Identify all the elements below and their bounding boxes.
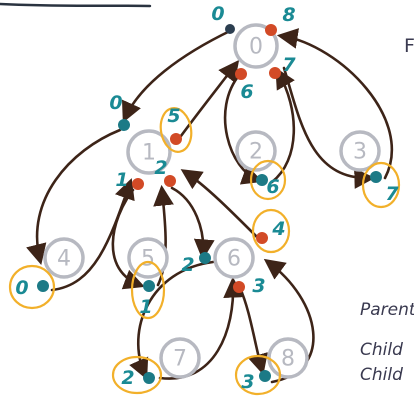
dot-group — [37, 24, 382, 384]
enter-dot-node-3 — [370, 171, 382, 183]
exit-dot-node-0-right — [269, 67, 281, 79]
order-num-node-0-left: 6 — [240, 81, 253, 103]
edge-3-to-0-up — [276, 28, 393, 180]
node-circle-0 — [233, 23, 279, 69]
edge-0-to-3-down — [282, 66, 376, 189]
exit-dot-node-1-left — [132, 178, 144, 190]
enter-dot-root — [225, 24, 235, 34]
node-circle-6 — [213, 237, 255, 279]
tree-node-2: 2 — [235, 130, 277, 172]
order-num-node-4: 0 — [15, 277, 28, 299]
edge-1-to-6-down — [170, 186, 215, 261]
order-num-node-5: 1 — [139, 296, 152, 318]
node-label-5: 5 — [141, 247, 155, 272]
side-text-line-1: Parent — [360, 300, 414, 320]
highlight-node-6-exit — [251, 208, 291, 254]
node-label-3: 3 — [353, 140, 367, 165]
edge-1-to-5-down — [111, 188, 145, 290]
side-text-line-3: Child — [360, 365, 403, 385]
edge-0-to-2-down — [223, 72, 263, 185]
edge-2-to-0-up — [270, 67, 296, 184]
tree-node-5: 5 — [127, 237, 169, 279]
edge-6-to-1-up — [180, 169, 260, 240]
highlight-node-1-exit — [159, 107, 193, 153]
exit-dot-node-6-top — [256, 232, 268, 244]
order-num-node-6-bottom: 3 — [252, 275, 265, 297]
side-text-line-2: Child — [360, 340, 403, 360]
node-label-1: 1 — [142, 141, 156, 166]
edge-1-to-4-down — [26, 128, 122, 266]
highlight-node-2 — [249, 159, 287, 201]
order-num-node-1-enter: 0 — [109, 92, 122, 114]
highlight-node-5 — [130, 260, 166, 320]
enter-dot-node-2 — [256, 174, 268, 186]
tree-node-0: 0 — [233, 23, 279, 69]
side-text-group: F Parent Child Child — [360, 35, 414, 385]
node-circle-7 — [159, 337, 201, 379]
tree-node-6: 6 — [213, 237, 255, 279]
order-number-group: 0 8 6 7 0 5 1 2 6 7 4 2 3 0 1 2 3 — [15, 3, 399, 393]
exit-dot-node-1-right — [164, 175, 176, 187]
edge-1-to-0-up — [176, 59, 240, 142]
enter-dot-node-8 — [259, 370, 271, 382]
highlight-node-3 — [361, 161, 401, 209]
enter-dot-node-4 — [37, 280, 49, 292]
tree-node-4: 4 — [43, 237, 85, 279]
order-num-node-8: 3 — [241, 371, 254, 393]
order-num-node-7: 2 — [121, 367, 134, 389]
node-circle-4 — [43, 237, 85, 279]
node-label-8: 8 — [281, 347, 295, 372]
tree-node-1: 1 — [126, 129, 172, 175]
node-label-6: 6 — [227, 247, 241, 272]
exit-dot-node-1-top — [170, 133, 182, 145]
node-label-2: 2 — [249, 140, 263, 165]
enter-dot-node-1 — [118, 119, 130, 131]
top-border-line — [0, 2, 152, 8]
side-text-letter: F — [404, 35, 414, 57]
highlight-node-4 — [8, 264, 56, 310]
exit-dot-node-6-bottom — [233, 281, 245, 293]
edge-6-to-7-down — [129, 260, 215, 380]
enter-dot-node-7 — [143, 372, 155, 384]
node-circle-3 — [339, 130, 381, 172]
node-label-0: 0 — [249, 35, 263, 60]
enter-dot-node-6 — [199, 252, 211, 264]
tree-node-3: 3 — [339, 130, 381, 172]
order-num-node-1-right: 2 — [154, 157, 167, 179]
order-num-node-1-left: 1 — [115, 169, 128, 191]
node-circle-1 — [126, 129, 172, 175]
order-num-root-enter: 0 — [211, 3, 224, 25]
order-num-node-6-enter: 2 — [181, 254, 194, 276]
exit-dot-node-0-left — [235, 68, 247, 80]
edge-0-to-1-down — [121, 28, 234, 123]
highlight-node-7 — [111, 355, 163, 395]
tree-node-8: 8 — [267, 337, 309, 379]
highlight-group — [8, 107, 401, 396]
node-label-4: 4 — [57, 247, 71, 272]
order-num-node-6-exit: 4 — [271, 218, 285, 240]
order-num-node-2: 6 — [266, 176, 279, 198]
exit-dot-root — [265, 24, 277, 36]
edge-6-to-8-down — [238, 286, 268, 376]
order-num-node-3: 7 — [385, 183, 399, 205]
order-num-root-exit: 8 — [282, 4, 295, 26]
order-num-node-1-exit: 5 — [167, 105, 180, 127]
order-num-node-0-right: 7 — [282, 54, 296, 76]
node-label-7: 7 — [173, 347, 187, 372]
edge-group — [26, 28, 393, 384]
edge-4-to-1-up — [50, 178, 135, 292]
tree-node-7: 7 — [159, 337, 201, 379]
highlight-node-8 — [234, 354, 282, 396]
enter-dot-node-5 — [143, 280, 155, 292]
node-group: 0 1 2 3 4 5 6 7 — [43, 23, 381, 379]
